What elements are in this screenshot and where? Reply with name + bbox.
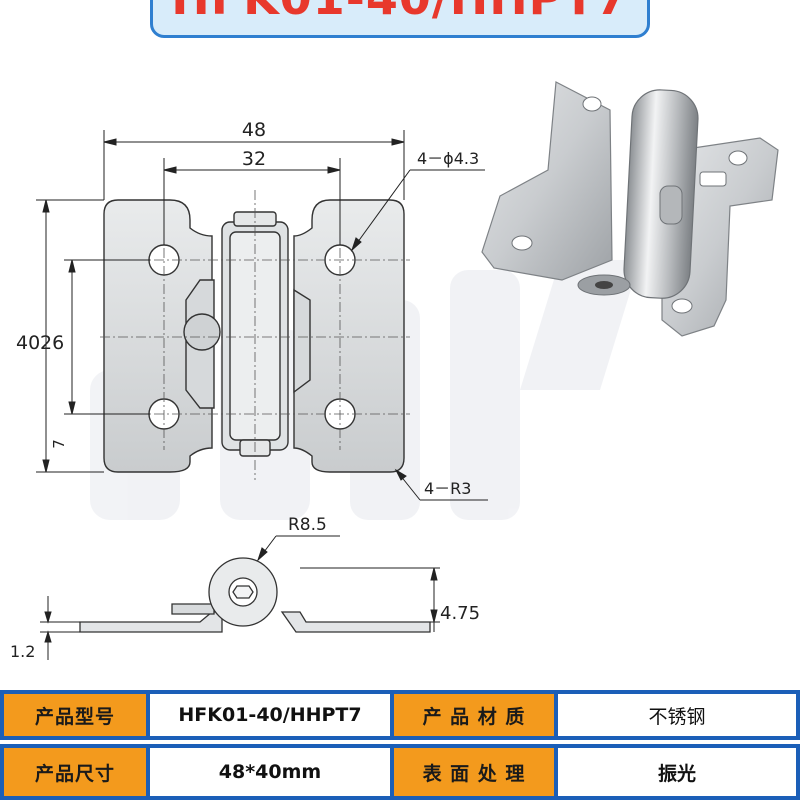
top-view-dimensions (36, 130, 488, 501)
dim-height-outer: 40 (16, 332, 40, 354)
product-photo (481, 81, 779, 337)
spec-row: 产品尺寸 48*40mm 表 面 处 理 振光 (0, 744, 800, 800)
technical-drawing: 48 32 4－ϕ4.3 40 26 7 4－R3 R8.5 4.75 1.2 (10, 81, 779, 661)
dim-height-inner: 26 (40, 332, 64, 354)
dim-edge-offset: 7 (50, 439, 68, 449)
product-title: HFK01-40/HHPT7 (153, 0, 647, 25)
dim-radius: R8.5 (288, 515, 327, 535)
top-view-drawing (103, 199, 405, 473)
dim-width-outer: 48 (242, 119, 266, 141)
spec-table: 产品型号 HFK01-40/HHPT7 产 品 材 质 不锈钢 产品尺寸 48*… (0, 690, 800, 800)
label-size: 产品尺寸 (4, 748, 146, 796)
centerlines (100, 190, 410, 480)
dim-height: 4.75 (440, 603, 480, 624)
value-finish: 振光 (558, 748, 796, 796)
dim-hole-callout: 4－ϕ4.3 (417, 149, 479, 168)
side-view-dimensions (40, 535, 440, 660)
dim-thickness: 1.2 (10, 642, 35, 661)
spec-row: 产品型号 HFK01-40/HHPT7 产 品 材 质 不锈钢 (0, 690, 800, 740)
label-material: 产 品 材 质 (394, 694, 554, 736)
value-size: 48*40mm (150, 748, 390, 796)
header-banner: HFK01-40/HHPT7 (150, 0, 650, 38)
label-finish: 表 面 处 理 (394, 748, 554, 796)
dim-width-inner: 32 (242, 148, 266, 170)
dim-corner-callout: 4－R3 (424, 479, 471, 498)
value-model: HFK01-40/HHPT7 (150, 694, 390, 736)
value-material: 不锈钢 (558, 694, 796, 736)
side-view-drawing (79, 557, 431, 633)
label-model: 产品型号 (4, 694, 146, 736)
